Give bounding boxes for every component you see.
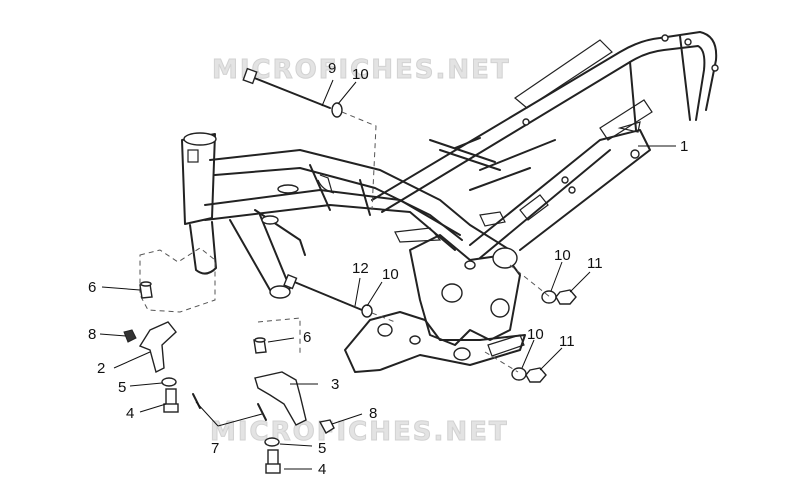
bracket-center — [254, 371, 307, 426]
callout-6-center: 6 — [303, 329, 311, 346]
callout-6-left: 6 — [88, 279, 96, 296]
long-bolt-middle — [283, 273, 363, 311]
callout-12: 12 — [352, 260, 369, 277]
nut-right-lower — [525, 367, 547, 383]
callout-11-upper: 11 — [587, 255, 603, 272]
callout-4-left: 4 — [126, 405, 134, 422]
callout-5-center: 5 — [318, 440, 326, 457]
callout-10-right-lower: 10 — [527, 326, 544, 343]
dash-guide-top — [341, 111, 377, 211]
callout-2: 2 — [97, 360, 105, 377]
bracket-left — [138, 321, 177, 374]
long-bolt-top — [242, 67, 331, 109]
callout-10-top: 10 — [352, 66, 369, 83]
callout-8-left: 8 — [88, 326, 96, 343]
bolt-center — [265, 449, 281, 474]
callout-11-lower: 11 — [559, 333, 575, 350]
main-frame-part — [181, 31, 719, 373]
dash-guide-right-lower — [484, 351, 519, 373]
washer-left — [161, 377, 177, 387]
nut-right-upper — [555, 289, 577, 305]
washer-top — [331, 102, 343, 118]
dash-guide-center — [257, 317, 301, 355]
callout-8-center: 8 — [369, 405, 377, 422]
nut-center — [318, 419, 335, 434]
spacer-left-top — [140, 281, 152, 287]
callout-5-left: 5 — [118, 379, 126, 396]
nut-left — [123, 329, 137, 343]
callout-10-middle: 10 — [382, 266, 399, 283]
watermark-bottom: MICROFICHES.NET — [210, 417, 509, 447]
spacer-center-top — [254, 337, 266, 343]
bolt-left — [163, 388, 179, 413]
washer-right-upper — [541, 290, 557, 304]
dash-guide-middle — [371, 312, 396, 323]
callout-3: 3 — [331, 376, 339, 393]
callout-10-right-upper: 10 — [554, 247, 571, 264]
washer-middle — [361, 304, 373, 318]
callout-4-center: 4 — [318, 461, 326, 478]
dash-guide-left — [139, 247, 216, 313]
stud-right — [257, 403, 267, 421]
callout-7: 7 — [211, 440, 219, 457]
washer-right-lower — [511, 367, 527, 381]
callout-1: 1 — [680, 138, 688, 155]
callout-9: 9 — [328, 60, 336, 77]
washer-center — [264, 437, 280, 447]
leader-lines — [99, 79, 676, 470]
